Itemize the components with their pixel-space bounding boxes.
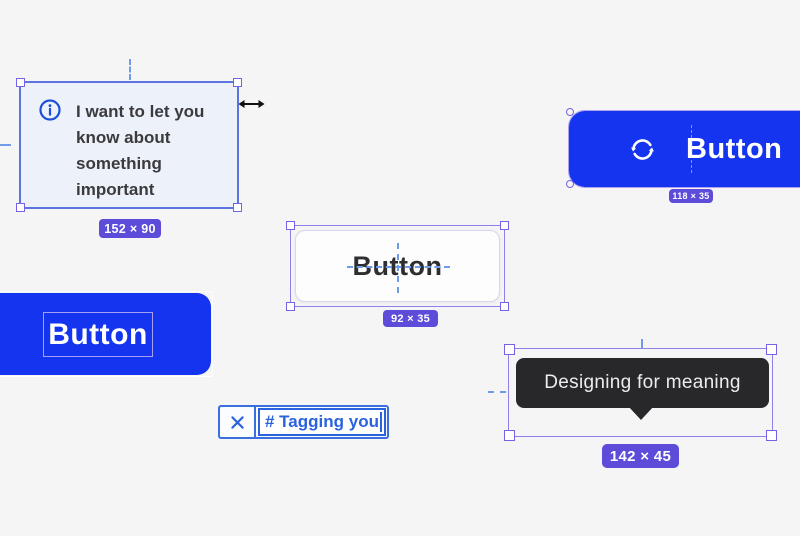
selection-handle[interactable] (500, 221, 509, 230)
alignment-guide-horizontal (0, 144, 11, 146)
notification-line: something (76, 154, 162, 173)
alignment-guide-horizontal (488, 391, 506, 393)
selection-handle[interactable] (233, 203, 242, 212)
selection-handle[interactable] (766, 344, 777, 355)
tag-chip[interactable]: # Tagging you (218, 405, 389, 439)
corner-radius-handle[interactable] (566, 108, 574, 116)
tag-text: # Tagging you (265, 412, 379, 431)
refresh-button-label: Button (686, 132, 783, 165)
notification-line: important (76, 180, 155, 199)
notification-text: I want to let you know about something i… (76, 99, 226, 203)
selection-handle[interactable] (16, 78, 25, 87)
tooltip-text: Designing for meaning (544, 372, 741, 393)
text-selection-box[interactable]: Button (43, 312, 153, 357)
size-badge: 152 × 90 (99, 219, 161, 238)
size-badge: 142 × 45 (602, 444, 679, 468)
refresh-icon (627, 134, 658, 165)
alignment-guide-vertical (641, 339, 643, 349)
center-guide-horizontal (347, 266, 450, 268)
notification-line: I want to let you (76, 102, 205, 121)
selection-handle[interactable] (16, 203, 25, 212)
remove-tag-button[interactable] (220, 407, 256, 437)
selection-handle[interactable] (286, 221, 295, 230)
tooltip-frame[interactable]: Designing for meaning (504, 344, 777, 441)
center-guide-vertical (397, 243, 399, 293)
selection-handle[interactable] (286, 302, 295, 311)
tooltip: Designing for meaning (516, 358, 769, 408)
selection-handle[interactable] (500, 302, 509, 311)
selection-handle[interactable] (504, 430, 515, 441)
size-badge: 92 × 35 (383, 310, 438, 327)
refresh-button[interactable]: Button (568, 110, 800, 188)
resize-cursor-icon (238, 97, 265, 116)
primary-button-label: Button (48, 317, 148, 351)
tooltip-tail (628, 406, 654, 420)
size-badge: 118 × 35 (669, 189, 713, 203)
tag-text-input[interactable]: # Tagging you (258, 408, 386, 436)
corner-radius-handle[interactable] (566, 180, 574, 188)
selection-handle[interactable] (766, 430, 777, 441)
info-icon (38, 98, 62, 127)
text-caret (379, 412, 382, 432)
alignment-guide-vertical (129, 59, 131, 80)
close-icon (230, 415, 244, 429)
selection-handle[interactable] (233, 78, 242, 87)
notification-line: know about (76, 128, 171, 147)
primary-button[interactable]: Button (0, 293, 211, 375)
alignment-guide-vertical (691, 125, 692, 173)
primary-button-frame (0, 291, 213, 377)
selection-handle[interactable] (504, 344, 515, 355)
notification-card[interactable]: I want to let you know about something i… (16, 78, 242, 212)
